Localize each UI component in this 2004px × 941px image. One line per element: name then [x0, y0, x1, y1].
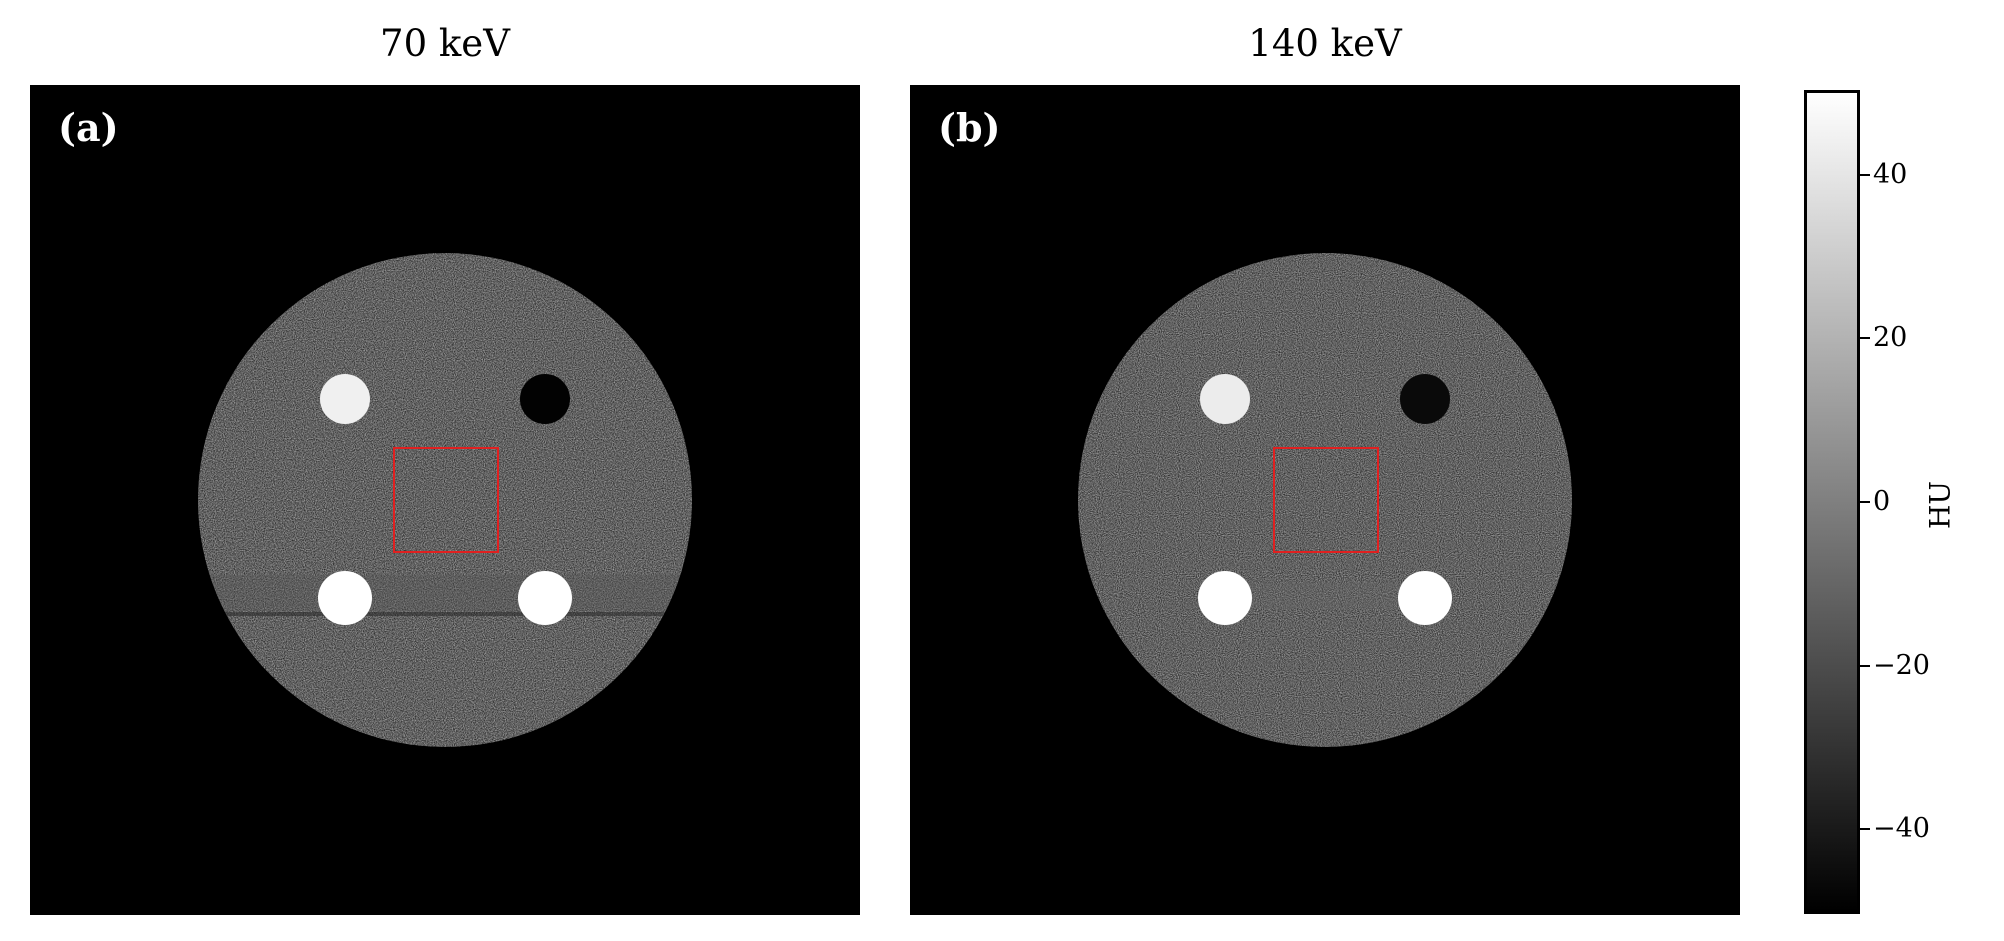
insert-air-a	[520, 374, 570, 424]
panel-a-title: 70 keV	[380, 22, 510, 65]
colorbar-tick	[1860, 664, 1870, 667]
insert-bone-left-a	[318, 571, 372, 625]
insert-bone-right-b	[1398, 571, 1452, 625]
colorbar-tick	[1860, 173, 1870, 176]
colorbar	[1804, 90, 1860, 914]
colorbar-tick	[1860, 501, 1870, 503]
colorbar-tick	[1860, 828, 1870, 831]
insert-dense-b	[1200, 374, 1250, 424]
colorbar-label: HU	[1923, 480, 1957, 530]
roi-box-a	[393, 447, 499, 553]
ct-phantom-b	[910, 85, 1740, 915]
insert-bone-right-a	[518, 571, 572, 625]
insert-bone-left-b	[1198, 571, 1252, 625]
colorbar-tick-label: −40	[1873, 813, 1930, 845]
phantom-disk-a	[198, 253, 692, 747]
insert-dense-a	[320, 374, 370, 424]
insert-air-b	[1400, 374, 1450, 424]
ct-image-140kev: (b)	[910, 85, 1740, 915]
ct-phantom-a	[30, 85, 860, 915]
panel-b-label: (b)	[938, 105, 1001, 150]
colorbar-tick	[1860, 337, 1870, 340]
colorbar-tick-label: −20	[1873, 649, 1930, 681]
colorbar-tick-label: 20	[1873, 322, 1908, 354]
colorbar-tick-label: 0	[1873, 486, 1891, 517]
roi-box-b	[1273, 447, 1379, 553]
ct-image-70kev: (a)	[30, 85, 860, 915]
panel-a-label: (a)	[58, 105, 119, 150]
phantom-disk-b	[1078, 253, 1572, 747]
panel-b-title: 140 keV	[1248, 22, 1402, 65]
colorbar-tick-label: 40	[1873, 158, 1908, 190]
